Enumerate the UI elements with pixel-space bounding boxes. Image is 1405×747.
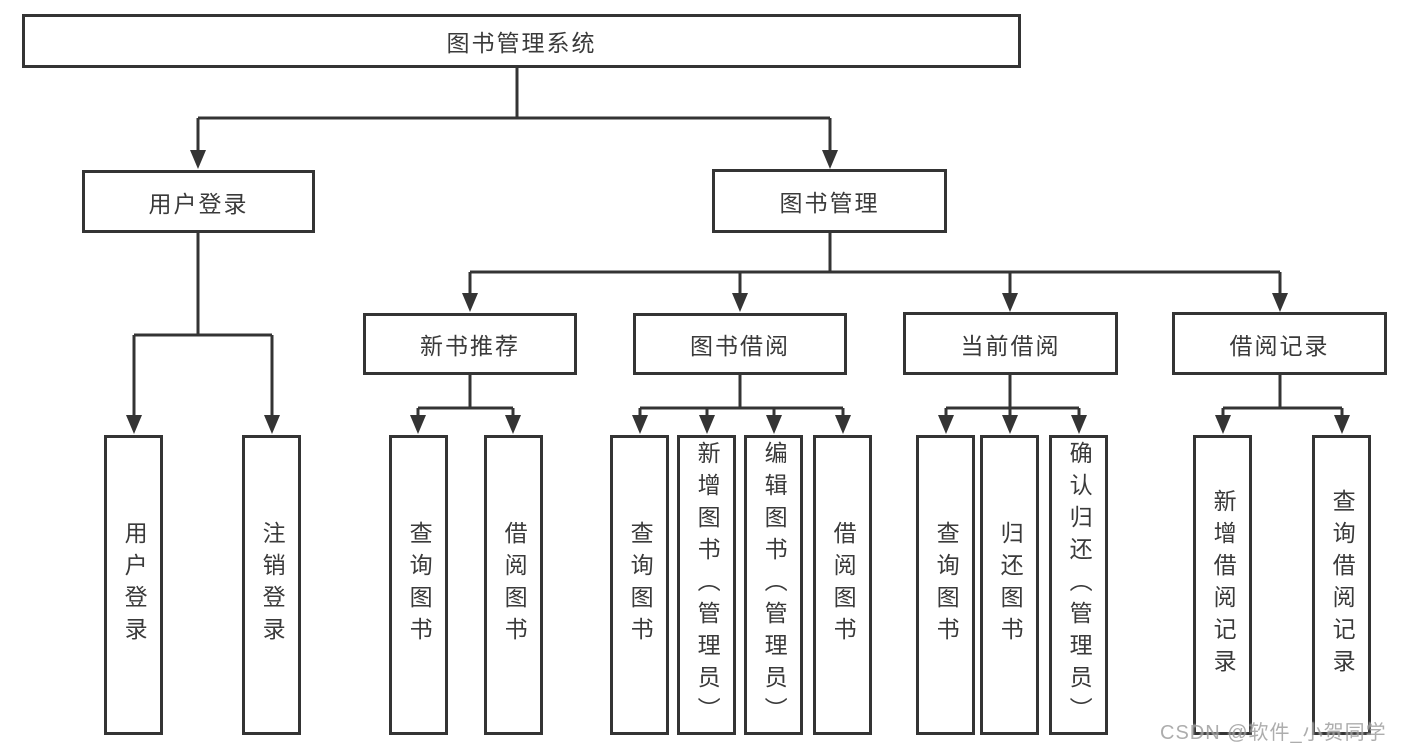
leaf-logout: 注销登录: [242, 435, 301, 735]
leaf-borrow-books-recommend-label: 借阅图书: [501, 521, 528, 649]
leaf-return-books: 归还图书: [980, 435, 1039, 735]
node-book-management-label: 图书管理: [779, 190, 880, 216]
node-book-management: 图书管理: [712, 169, 947, 233]
node-borrowing-records: 借阅记录: [1172, 312, 1387, 375]
leaf-edit-books-admin-label: 编辑图书（管理员）: [761, 441, 788, 729]
leaf-query-books-recommend-label: 查询图书: [406, 521, 433, 649]
leaf-add-borrow-record: 新增借阅记录: [1193, 435, 1252, 735]
leaf-logout-label: 注销登录: [259, 521, 286, 649]
node-current-borrowing: 当前借阅: [903, 312, 1118, 375]
node-root-system-label: 图书管理系统: [446, 30, 597, 56]
leaf-query-books-recommend: 查询图书: [389, 435, 448, 735]
node-root-system: 图书管理系统: [22, 14, 1021, 68]
leaf-query-borrow-record-label: 查询借阅记录: [1329, 489, 1356, 681]
node-new-book-recommend-label: 新书推荐: [420, 333, 520, 359]
leaf-confirm-return-admin-label: 确认归还（管理员）: [1066, 441, 1093, 729]
leaf-query-books-current: 查询图书: [916, 435, 975, 735]
csdn-watermark: CSDN @软件_小贺同学: [1160, 722, 1387, 744]
leaf-query-borrow-record: 查询借阅记录: [1312, 435, 1371, 735]
node-borrowing-records-label: 借阅记录: [1229, 332, 1330, 359]
leaf-edit-books-admin: 编辑图书（管理员）: [744, 435, 803, 735]
node-user-login: 用户登录: [82, 170, 315, 233]
node-book-borrowing: 图书借阅: [633, 313, 847, 375]
leaf-add-books-admin-label: 新增图书（管理员）: [694, 441, 721, 729]
leaf-query-books-current-label: 查询图书: [933, 521, 960, 649]
leaf-add-books-admin: 新增图书（管理员）: [677, 435, 736, 735]
node-current-borrowing-label: 当前借阅: [960, 332, 1061, 359]
leaf-user-login: 用户登录: [104, 435, 163, 735]
leaf-query-books-borrowing-label: 查询图书: [627, 521, 654, 649]
leaf-borrow-books-borrowing: 借阅图书: [813, 435, 872, 735]
node-book-borrowing-label: 图书借阅: [690, 333, 790, 359]
leaf-confirm-return-admin: 确认归还（管理员）: [1049, 435, 1108, 735]
node-new-book-recommend: 新书推荐: [363, 313, 577, 375]
leaf-return-books-label: 归还图书: [997, 521, 1024, 649]
leaf-query-books-borrowing: 查询图书: [610, 435, 669, 735]
leaf-add-borrow-record-label: 新增借阅记录: [1210, 489, 1237, 681]
leaf-user-login-label: 用户登录: [121, 521, 148, 649]
node-user-login-label: 用户登录: [148, 190, 249, 217]
leaf-borrow-books-recommend: 借阅图书: [484, 435, 543, 735]
leaf-borrow-books-borrowing-label: 借阅图书: [830, 521, 857, 649]
